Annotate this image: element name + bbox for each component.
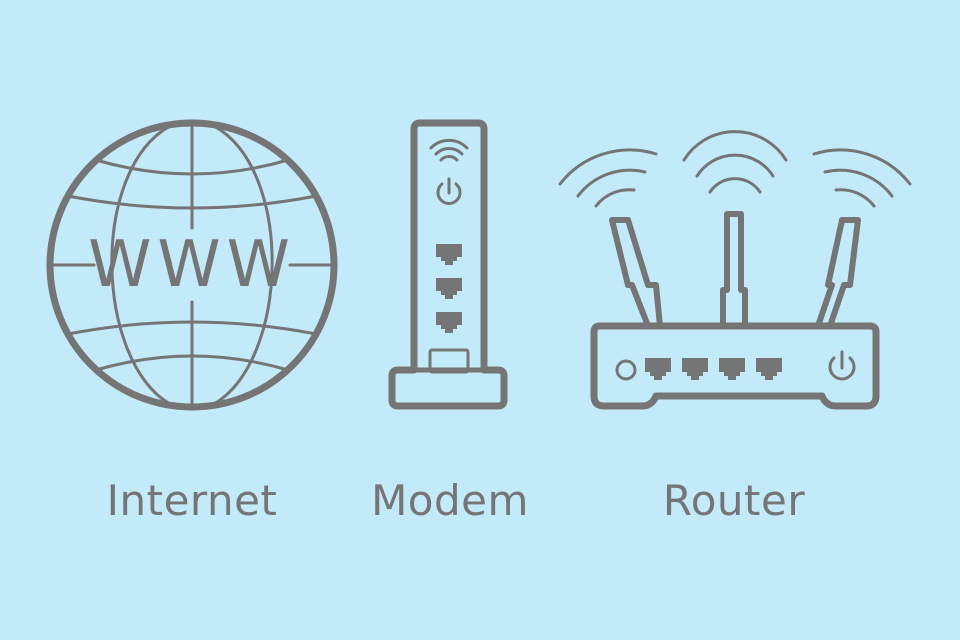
modem-icon [388, 119, 508, 410]
router-power-icon [828, 350, 856, 381]
modem-ethernet-ports [436, 244, 462, 333]
globe-icon [46, 119, 338, 411]
router-body [590, 322, 880, 410]
modem-power-icon [436, 177, 462, 205]
internet-label: Internet [106, 476, 278, 525]
router-status-led [615, 359, 637, 381]
router-wifi-waves [558, 130, 912, 208]
router-label: Router [662, 476, 806, 525]
modem-slot [428, 348, 470, 374]
modem-wifi-icon [429, 138, 469, 162]
globe-www-text: WWW [88, 228, 296, 302]
router-antennas [609, 211, 861, 329]
router-icon [558, 130, 912, 410]
modem-label: Modem [371, 476, 529, 525]
router-ethernet-ports [645, 358, 782, 380]
